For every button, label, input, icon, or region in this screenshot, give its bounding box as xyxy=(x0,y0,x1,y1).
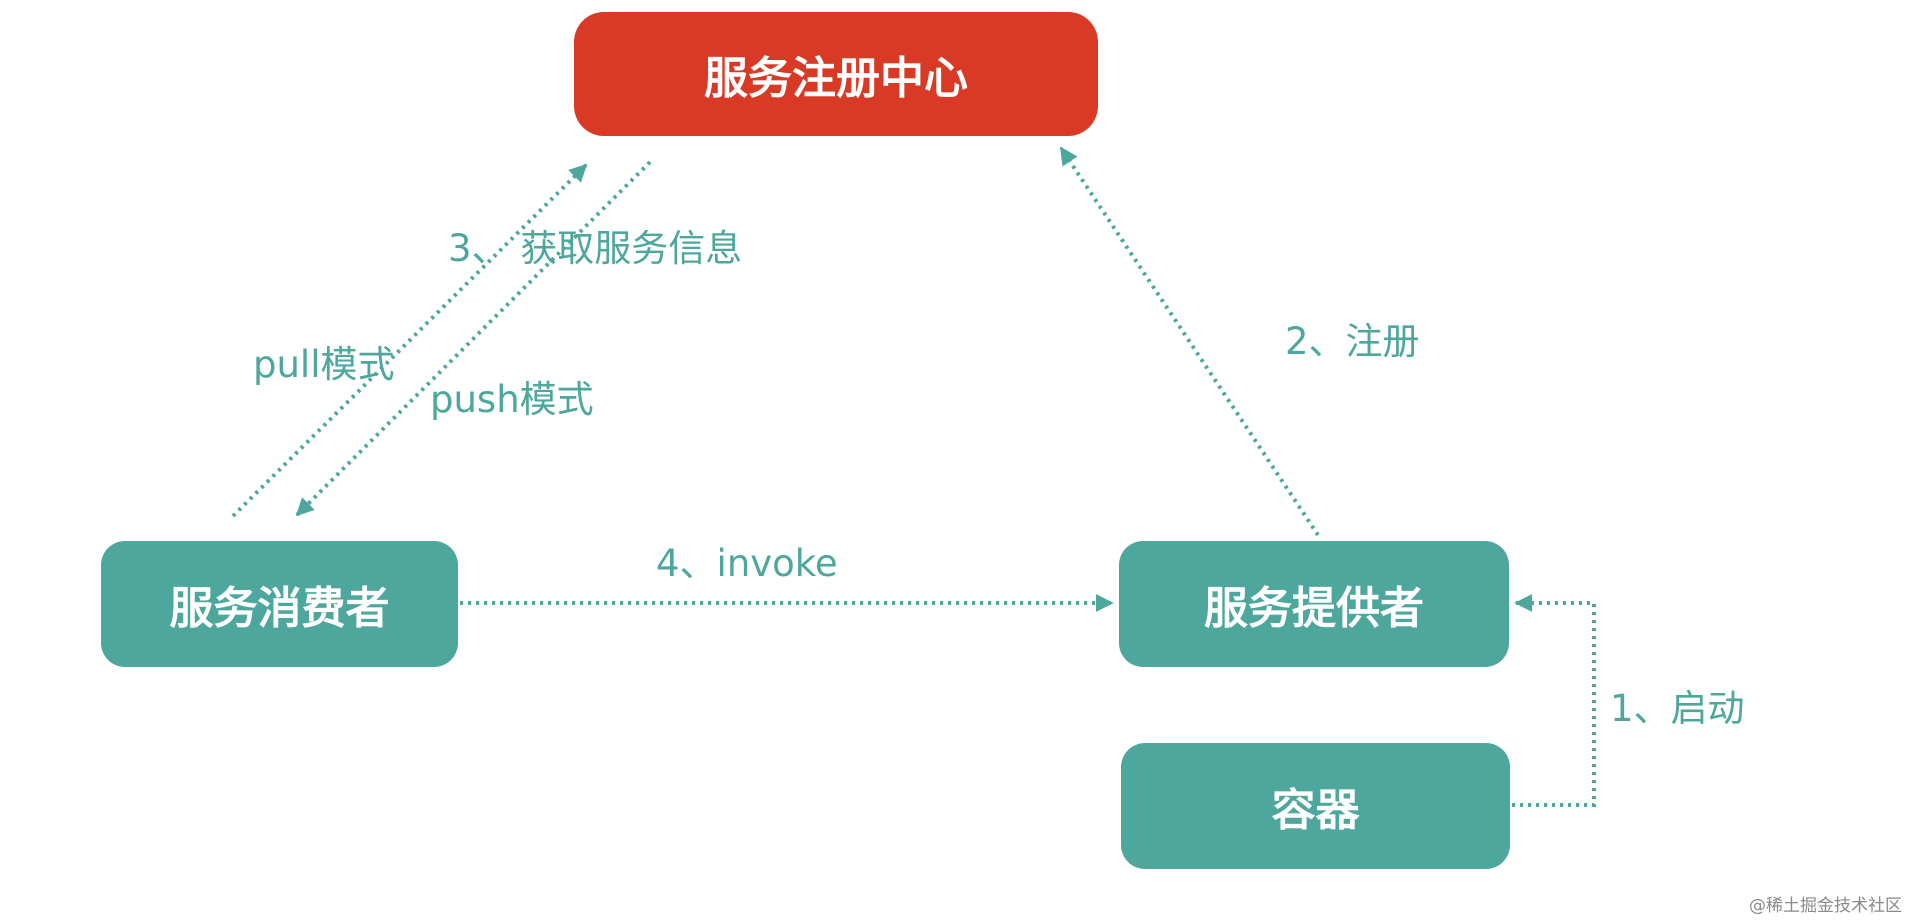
label-push-mode: push模式 xyxy=(430,378,594,421)
node-service-consumer-label: 服务消费者 xyxy=(169,583,390,634)
node-service-registry-label: 服务注册中心 xyxy=(704,53,968,104)
edge-push xyxy=(295,160,652,517)
label-invoke: 4、invoke xyxy=(656,542,838,585)
edge-start xyxy=(1512,594,1596,807)
node-service-registry: 服务注册中心 xyxy=(574,12,1098,136)
edge-register xyxy=(1059,146,1320,537)
node-container-label: 容器 xyxy=(1271,785,1360,836)
watermark: @稀土掘金技术社区 xyxy=(1749,896,1902,916)
label-register: 2、注册 xyxy=(1285,320,1420,363)
label-start: 1、启动 xyxy=(1610,687,1745,730)
label-pull-mode: pull模式 xyxy=(253,343,395,386)
node-service-consumer: 服务消费者 xyxy=(101,541,458,667)
node-container: 容器 xyxy=(1121,743,1510,869)
node-service-provider: 服务提供者 xyxy=(1119,541,1509,667)
label-get-service-info: 3、 获取服务信息 xyxy=(448,227,743,270)
edge-pull xyxy=(231,163,588,518)
node-service-provider-label: 服务提供者 xyxy=(1204,583,1424,634)
